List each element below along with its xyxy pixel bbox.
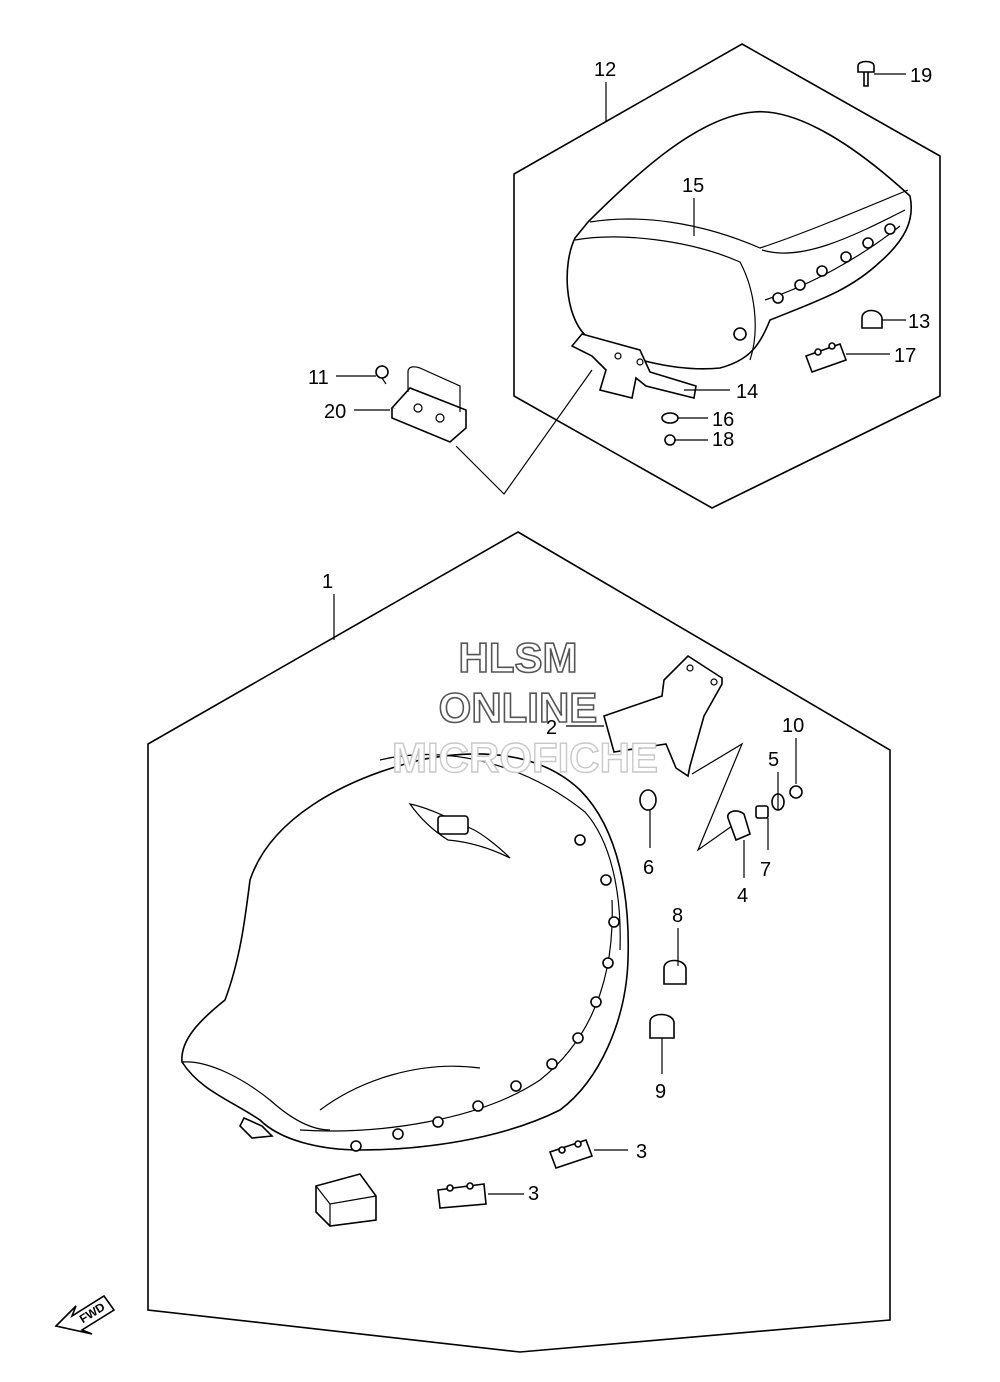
pillion-assembly-outline [513, 43, 941, 509]
nut-18 [664, 434, 676, 446]
grab-handle [390, 366, 467, 443]
callout-1: 1 [322, 571, 333, 593]
pillion-seat-drawing [566, 111, 912, 370]
clip-4 [726, 810, 751, 842]
callout-4: 4 [737, 885, 748, 907]
washer-6 [639, 789, 657, 811]
callout-15: 15 [682, 175, 704, 197]
rubber-3b [437, 1182, 487, 1209]
seat-bracket-2 [603, 654, 723, 778]
seat-assembly-outline [147, 531, 891, 1353]
connector-line [455, 369, 593, 495]
callout-9: 9 [655, 1081, 666, 1103]
callout-6: 6 [643, 857, 654, 879]
watermark-line2: ONLINE [439, 684, 598, 731]
watermark-line3: MICROFICHE [392, 734, 658, 781]
watermark: HLSM ONLINE MICROFICHE [391, 633, 658, 782]
callout-17: 17 [894, 345, 916, 367]
cushion-13 [861, 309, 883, 329]
callout-3a: 3 [636, 1141, 647, 1163]
callout-3b: 3 [528, 1183, 539, 1205]
bolt-11 [375, 365, 389, 385]
rubber-17 [804, 342, 848, 374]
bolt-19 [857, 60, 875, 87]
callout-19: 19 [910, 65, 932, 87]
callout-7: 7 [760, 859, 771, 881]
washer-16 [661, 412, 679, 424]
collar-7 [755, 805, 769, 819]
callout-16: 16 [712, 409, 734, 431]
callout-11: 11 [308, 367, 329, 389]
callout-12: 12 [594, 59, 616, 81]
tool-bag [315, 1173, 377, 1227]
rubber-3a [548, 1138, 594, 1170]
callout-18: 18 [712, 429, 734, 451]
callout-labels: 1 2 3 3 4 5 6 7 8 9 10 11 12 13 14 15 16… [308, 59, 932, 1205]
fwd-arrow: FWD [54, 1294, 116, 1335]
front-seat-drawing [181, 753, 630, 1152]
nut-10 [789, 785, 803, 799]
callout-13: 13 [908, 311, 930, 333]
leader-lines [333, 73, 906, 1195]
callout-20: 20 [324, 401, 346, 423]
callout-10: 10 [782, 715, 804, 737]
callout-8: 8 [672, 905, 683, 927]
callout-2: 2 [546, 717, 557, 739]
seat-bracket [570, 333, 697, 399]
zigzag-line [691, 742, 744, 852]
callout-5: 5 [768, 749, 779, 771]
callout-14: 14 [736, 381, 758, 403]
cushion-9 [649, 1013, 675, 1039]
watermark-line1: HLSM [459, 634, 578, 681]
cushion-8 [663, 959, 687, 985]
